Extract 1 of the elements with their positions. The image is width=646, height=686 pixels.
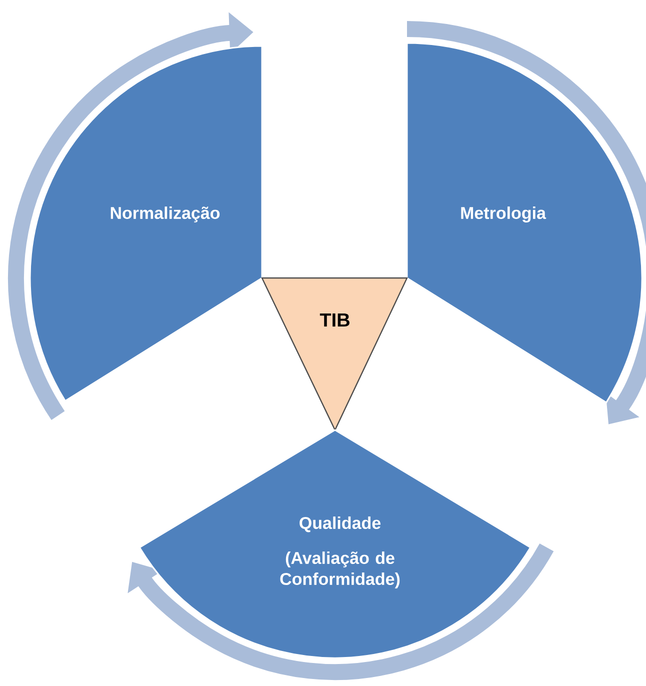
sector: Metrologia [406, 42, 643, 404]
